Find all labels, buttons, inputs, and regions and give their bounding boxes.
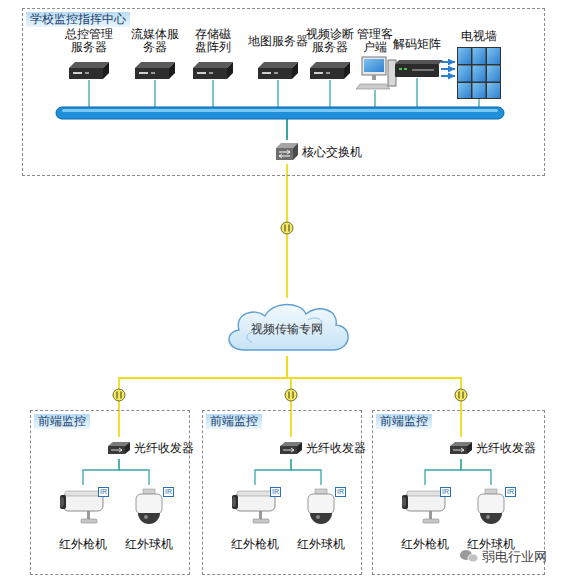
equipment-node: 光纤收发器	[108, 437, 208, 459]
device-node: 存储磁 盘阵列	[182, 28, 244, 80]
connector	[278, 80, 287, 140]
device-node: 电视墙	[456, 30, 502, 98]
connector	[155, 80, 287, 140]
device-label: 流媒体服 务器	[124, 28, 186, 54]
device-node: 总控管理 服务器	[58, 28, 120, 80]
camera-label: 红外球机	[125, 536, 173, 553]
group-title: 学校监控指挥中心	[26, 12, 130, 27]
device-label: 解码矩阵	[393, 38, 441, 51]
device-node: 地图服务器	[247, 28, 309, 80]
connector	[213, 80, 287, 140]
connector	[287, 80, 330, 140]
equipment-node: 光纤收发器	[280, 437, 380, 459]
group-title: 前端监控	[376, 414, 432, 429]
connector	[286, 164, 288, 298]
ir-badge: IR	[98, 487, 109, 497]
ir-badge: IR	[163, 487, 174, 497]
signal-arrows	[441, 62, 455, 76]
connector	[291, 459, 321, 485]
device-node: 视频诊断 服务器	[299, 28, 361, 80]
connector	[287, 356, 461, 437]
group-box: 学校监控指挥中心总控管理 服务器流媒体服 务器存储磁 盘阵列地图服务器视频诊断 …	[22, 8, 545, 176]
device-label: 总控管理 服务器	[58, 28, 120, 54]
device-label: 地图服务器	[247, 35, 309, 48]
cloud-label: 视频传输专网	[251, 321, 323, 338]
device-node: 解码矩阵	[393, 38, 441, 78]
connector	[89, 80, 287, 140]
camera-label: 红外枪机	[401, 536, 449, 553]
group-title: 前端监控	[206, 414, 262, 429]
device-label: 视频诊断 服务器	[299, 28, 361, 54]
ir-badge: IR	[270, 487, 281, 497]
equipment-node: 光纤收发器	[450, 437, 550, 459]
watermark: 弱电行业网	[482, 549, 547, 564]
connector	[83, 459, 119, 485]
connector	[287, 78, 417, 140]
equipment-label: 光纤收发器	[476, 440, 536, 457]
device-node: 管理客 户端	[348, 28, 402, 90]
connector	[425, 459, 461, 485]
equipment-label: 光纤收发器	[134, 440, 194, 457]
connector	[287, 98, 479, 140]
ir-badge: IR	[335, 487, 346, 497]
equipment-label: 核心交换机	[302, 144, 362, 161]
device-label: 电视墙	[456, 30, 502, 43]
device-node: 流媒体服 务器	[124, 28, 186, 80]
camera-label: 红外球机	[297, 536, 345, 553]
connector	[287, 90, 375, 140]
equipment-node: 核心交换机	[276, 140, 366, 164]
camera-label: 红外枪机	[59, 536, 107, 553]
ir-badge: IR	[505, 487, 516, 497]
connector	[119, 356, 287, 437]
camera-label: 红外枪机	[231, 536, 279, 553]
connector	[461, 459, 491, 485]
connector	[119, 459, 149, 485]
group-title: 前端监控	[34, 414, 90, 429]
device-label: 存储磁 盘阵列	[182, 28, 244, 54]
network-cloud: 视频传输专网	[222, 298, 352, 356]
equipment-label: 光纤收发器	[306, 440, 366, 457]
connector	[255, 459, 291, 485]
ir-badge: IR	[440, 487, 451, 497]
